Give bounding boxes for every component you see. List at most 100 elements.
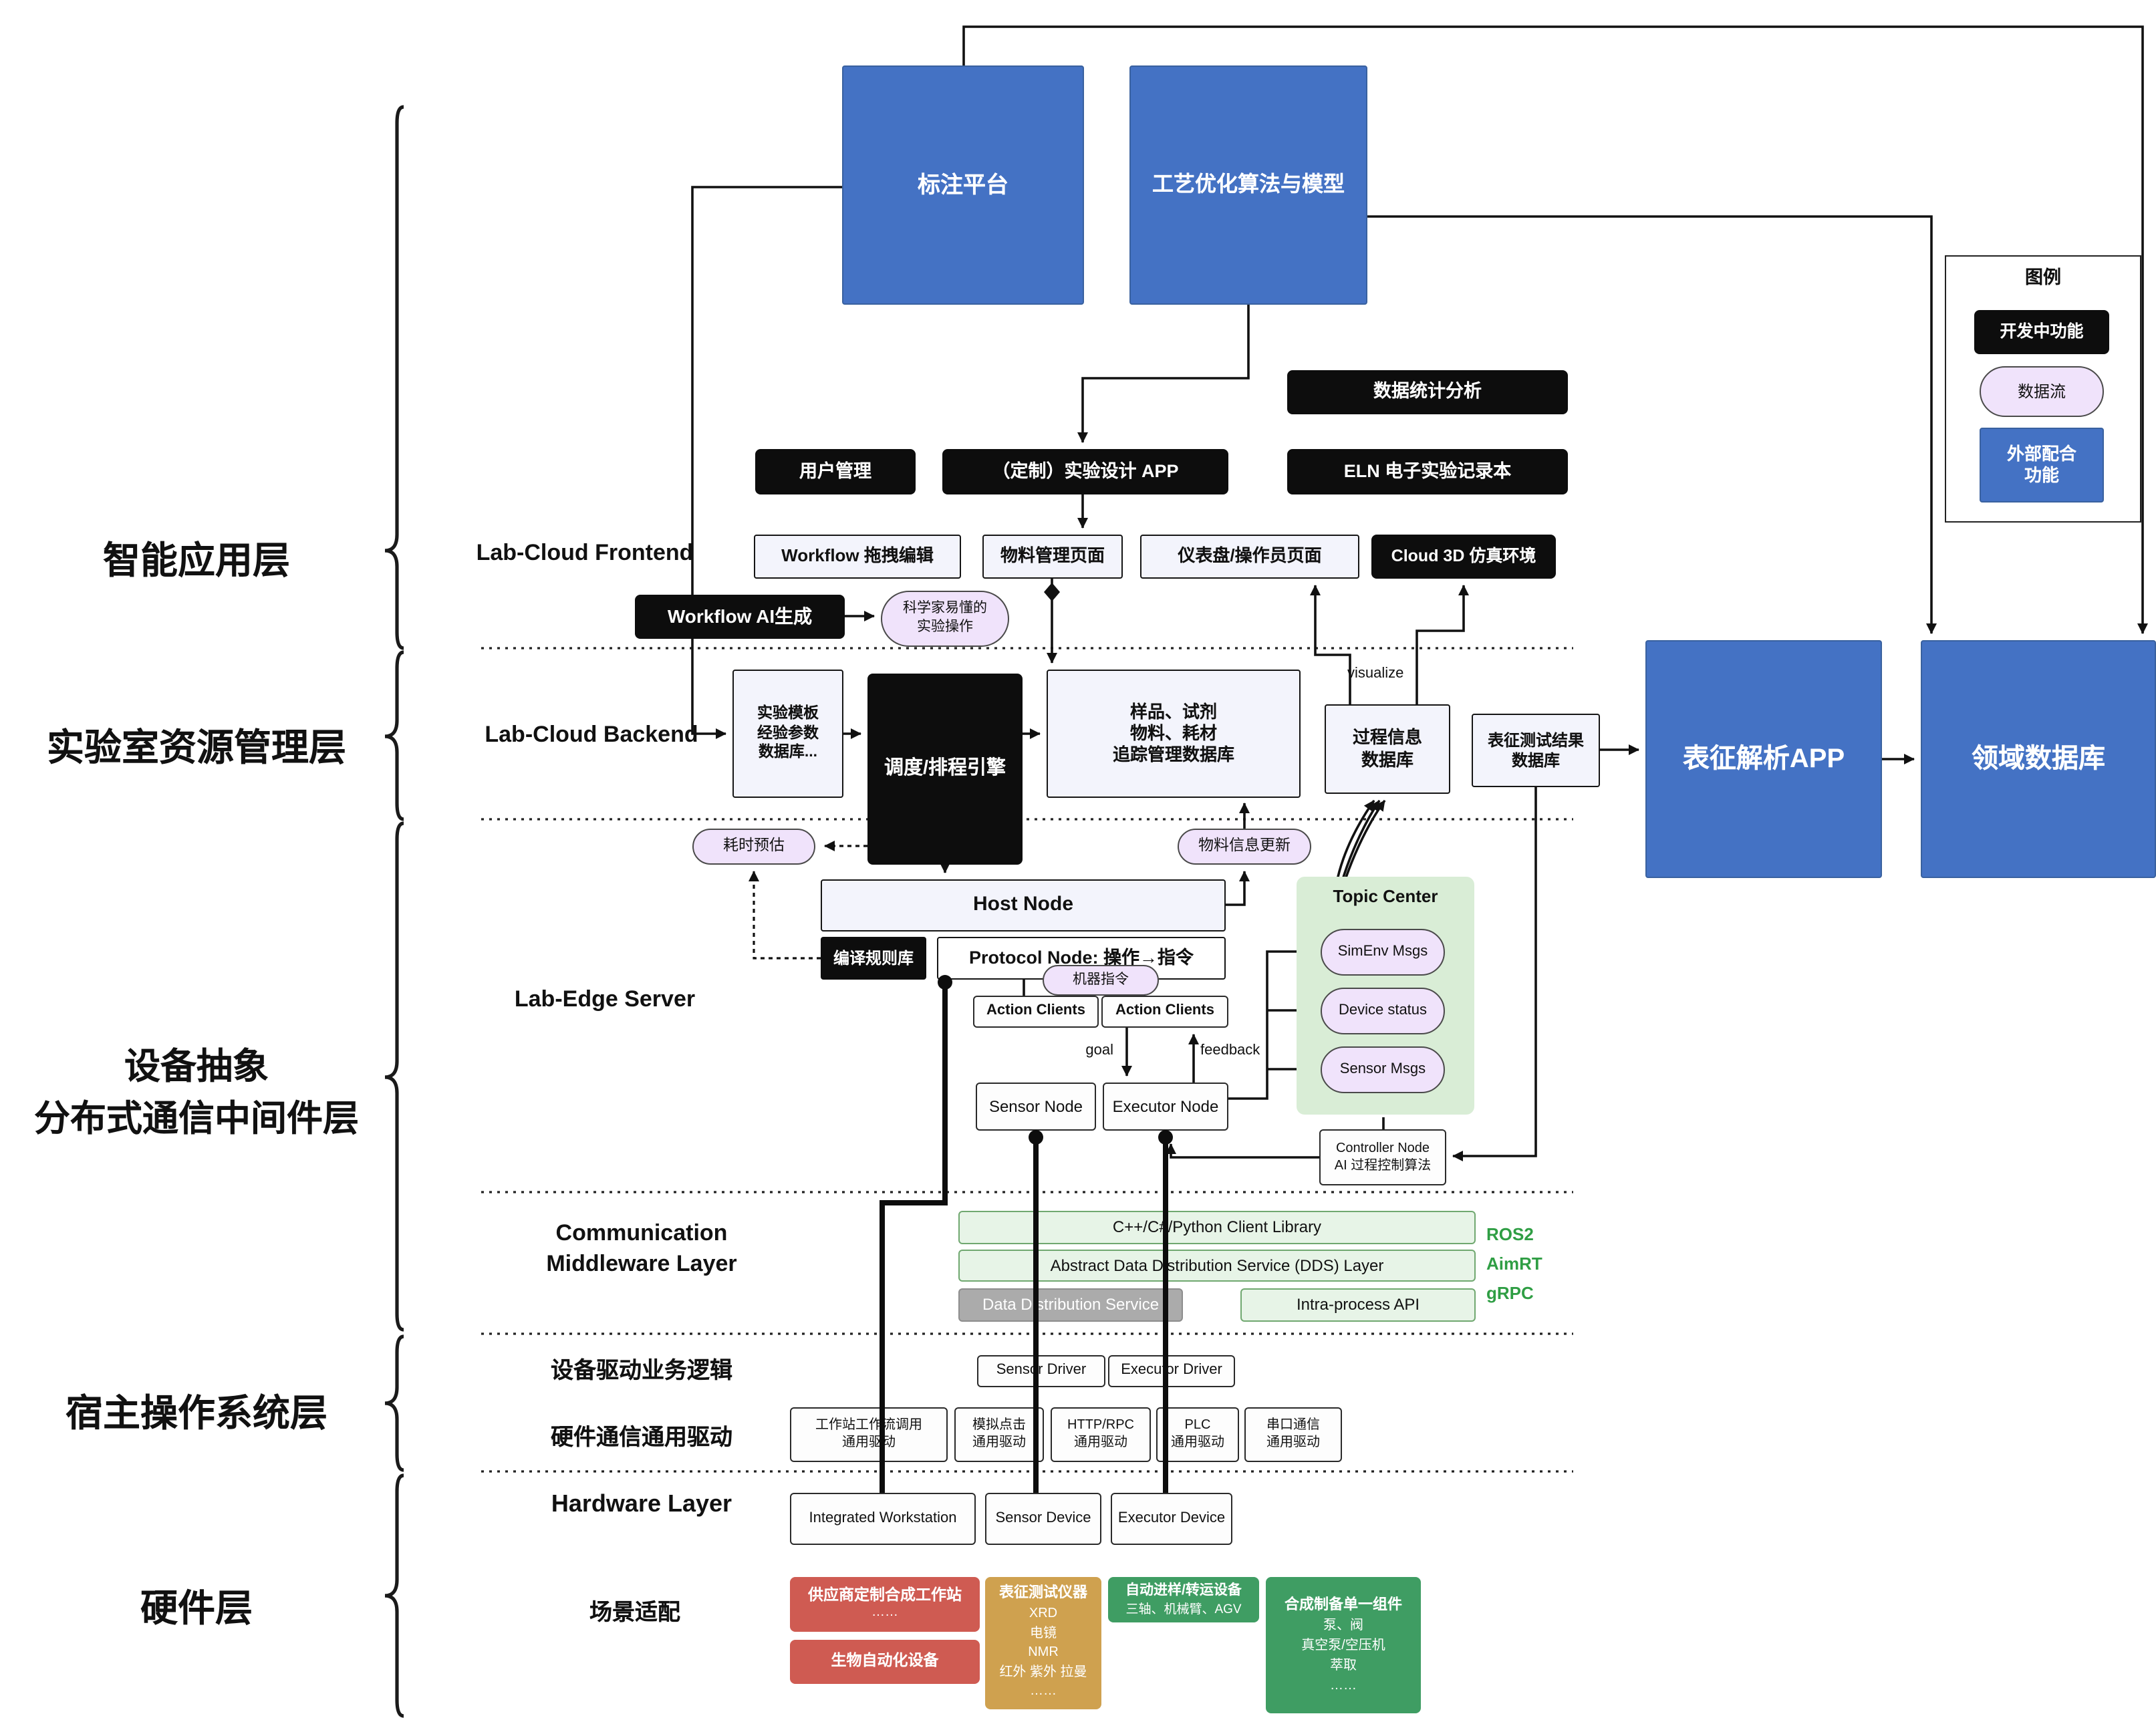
dotted-connectors <box>749 841 867 960</box>
driver-box-workstation: 工作站工作流调用 通用驱动 <box>790 1407 948 1462</box>
hw-comm-label: 硬件通信通用驱动 <box>551 1425 732 1450</box>
host-node-box: Host Node <box>821 879 1226 931</box>
sample-db-line: 追踪管理数据库 <box>1112 744 1234 765</box>
driver-line: PLC <box>1184 1418 1211 1433</box>
vendor-line: 供应商定制合成工作站 <box>808 1588 962 1604</box>
stack-ros2-label: ROS2 <box>1486 1224 1534 1244</box>
layer-braces <box>384 105 404 1718</box>
controller-node-box: Controller Node AI 过程控制算法 <box>1319 1129 1446 1185</box>
char-inst-title: 表征测试仪器 <box>999 1585 1087 1602</box>
process-db-box: 过程信息 数据库 <box>1325 704 1450 794</box>
synthesis-components-box: 合成制备单一组件 泵、阀 真空泵/空压机 萃取 …… <box>1266 1577 1421 1713</box>
executor-node-box: Executor Node <box>1103 1083 1228 1131</box>
vendor-line: …… <box>871 1605 898 1620</box>
domain-db-box: 领域数据库 <box>1921 640 2156 878</box>
visualize-label: visualize <box>1347 666 1404 682</box>
template-db-line: 数据库... <box>758 744 818 761</box>
executor-driver-box: Executor Driver <box>1108 1355 1235 1387</box>
synth-line: 萃取 <box>1330 1659 1357 1674</box>
sample-db-line: 物料、耗材 <box>1129 722 1217 743</box>
scientist-ops-line: 科学家易懂的 <box>903 600 987 617</box>
driver-line: 模拟点击 <box>972 1418 1026 1433</box>
feedback-label: feedback <box>1200 1042 1260 1058</box>
sensor-device-box: Sensor Device <box>985 1493 1101 1545</box>
driver-box-serial: 串口通信 通用驱动 <box>1244 1407 1342 1462</box>
result-db-line: 数据库 <box>1511 750 1560 769</box>
char-inst-line: …… <box>1030 1684 1057 1699</box>
template-db-box: 实验模板 经验参数 数据库... <box>732 670 843 798</box>
transfer-device-box: 自动进样/转运设备 三轴、机械臂、AGV <box>1108 1577 1259 1622</box>
legend-external-line: 功能 <box>2024 465 2059 485</box>
middleware-label: Communication Middleware Layer <box>515 1219 769 1280</box>
intra-process-box: Intra-process API <box>1240 1288 1476 1322</box>
app-layer-label: 智能应用层 <box>102 540 290 581</box>
driver-line: 通用驱动 <box>1074 1435 1127 1449</box>
process-db-line: 过程信息 <box>1352 727 1422 748</box>
scientist-ops-pill: 科学家易懂的 实验操作 <box>881 591 1009 647</box>
device-layer-label: 设备抽象 分布式通信中间件层 <box>19 1037 374 1141</box>
driver-line: 工作站工作流调用 <box>815 1418 922 1433</box>
eln-box: ELN 电子实验记录本 <box>1287 449 1568 494</box>
device-layer-line: 分布式通信中间件层 <box>34 1099 359 1139</box>
driver-logic-label: 设备驱动业务逻辑 <box>551 1358 732 1383</box>
middleware-label-line: Middleware Layer <box>546 1250 737 1276</box>
workflow-ai-box: Workflow AI生成 <box>635 595 845 639</box>
material-page-box: 物料管理页面 <box>982 535 1123 579</box>
user-mgmt-box: 用户管理 <box>755 449 916 494</box>
driver-line: HTTP/RPC <box>1067 1418 1134 1433</box>
process-db-line: 数据库 <box>1361 749 1413 769</box>
hardware-layer-label-left: 硬件层 <box>140 1588 253 1629</box>
driver-line: 通用驱动 <box>1266 1435 1320 1449</box>
device-layer-line: 设备抽象 <box>124 1046 269 1087</box>
integrated-workstation-box: Integrated Workstation <box>790 1493 976 1545</box>
scheduler-box: 调度/排程引擎 <box>867 674 1023 865</box>
material-update-pill: 物料信息更新 <box>1178 829 1311 865</box>
char-inst-line: 红外 紫外 拉曼 <box>999 1665 1087 1680</box>
dds-abstract-box: Abstract Data Distribution Service (DDS)… <box>958 1250 1476 1282</box>
char-inst-line: NMR <box>1028 1645 1059 1661</box>
legend-dev-box: 开发中功能 <box>1974 310 2109 354</box>
char-analysis-app-box: 表征解析APP <box>1645 640 1882 878</box>
legend-dataflow-pill: 数据流 <box>1980 366 2104 417</box>
action-clients-2-box: Action Clients <box>1101 996 1228 1028</box>
annotation-platform-box: 标注平台 <box>842 65 1084 305</box>
legend-external-box: 外部配合 功能 <box>1980 428 2104 503</box>
template-db-line: 经验参数 <box>757 725 819 742</box>
driver-box-http: HTTP/RPC 通用驱动 <box>1051 1407 1151 1462</box>
experiment-design-app-box: （定制）实验设计 APP <box>942 449 1228 494</box>
driver-line: 串口通信 <box>1266 1418 1320 1433</box>
dds-box: Data Distribution Service <box>958 1288 1183 1322</box>
synth-line: 泵、阀 <box>1323 1618 1363 1634</box>
data-stats-box: 数据统计分析 <box>1287 370 1568 414</box>
driver-line: 通用驱动 <box>972 1435 1026 1449</box>
hostos-layer-label: 宿主操作系统层 <box>65 1393 327 1434</box>
driver-box-plc: PLC 通用驱动 <box>1156 1407 1239 1462</box>
sample-db-box: 样品、试剂 物料、耗材 追踪管理数据库 <box>1047 670 1301 798</box>
stack-grpc-label: gRPC <box>1486 1283 1534 1303</box>
device-status-pill: Device status <box>1321 988 1445 1034</box>
workflow-edit-box: Workflow 拖拽编辑 <box>754 535 961 579</box>
scene-label: 场景适配 <box>589 1600 680 1625</box>
hardware-layer-label: Hardware Layer <box>551 1490 732 1517</box>
transfer-title: 自动进样/转运设备 <box>1125 1582 1242 1598</box>
compile-rules-box: 编译规则库 <box>821 937 926 980</box>
cloud3d-box: Cloud 3D 仿真环境 <box>1371 535 1556 579</box>
executor-device-box: Executor Device <box>1111 1493 1232 1545</box>
synth-line: 真空泵/空压机 <box>1301 1638 1385 1654</box>
topic-center-title: Topic Center <box>1333 886 1438 906</box>
driver-line: 通用驱动 <box>1171 1435 1224 1449</box>
sample-db-line: 样品、试剂 <box>1129 701 1217 722</box>
diamond-connector <box>1044 583 1060 601</box>
transfer-sub: 三轴、机械臂、AGV <box>1125 1602 1242 1617</box>
simenv-msgs-pill: SimEnv Msgs <box>1321 929 1445 976</box>
controller-node-line: AI 过程控制算法 <box>1334 1159 1432 1173</box>
layer-separators <box>481 647 1573 1473</box>
process-optimization-box: 工艺优化算法与模型 <box>1129 65 1367 305</box>
result-db-box: 表征测试结果 数据库 <box>1472 714 1600 787</box>
edge-label: Lab-Edge Server <box>514 986 696 1012</box>
vendor-workstation-box: 供应商定制合成工作站 …… <box>790 1577 980 1632</box>
scientist-ops-line: 实验操作 <box>917 619 973 635</box>
char-inst-line: XRD <box>1029 1606 1058 1622</box>
driver-box-click: 模拟点击 通用驱动 <box>954 1407 1044 1462</box>
